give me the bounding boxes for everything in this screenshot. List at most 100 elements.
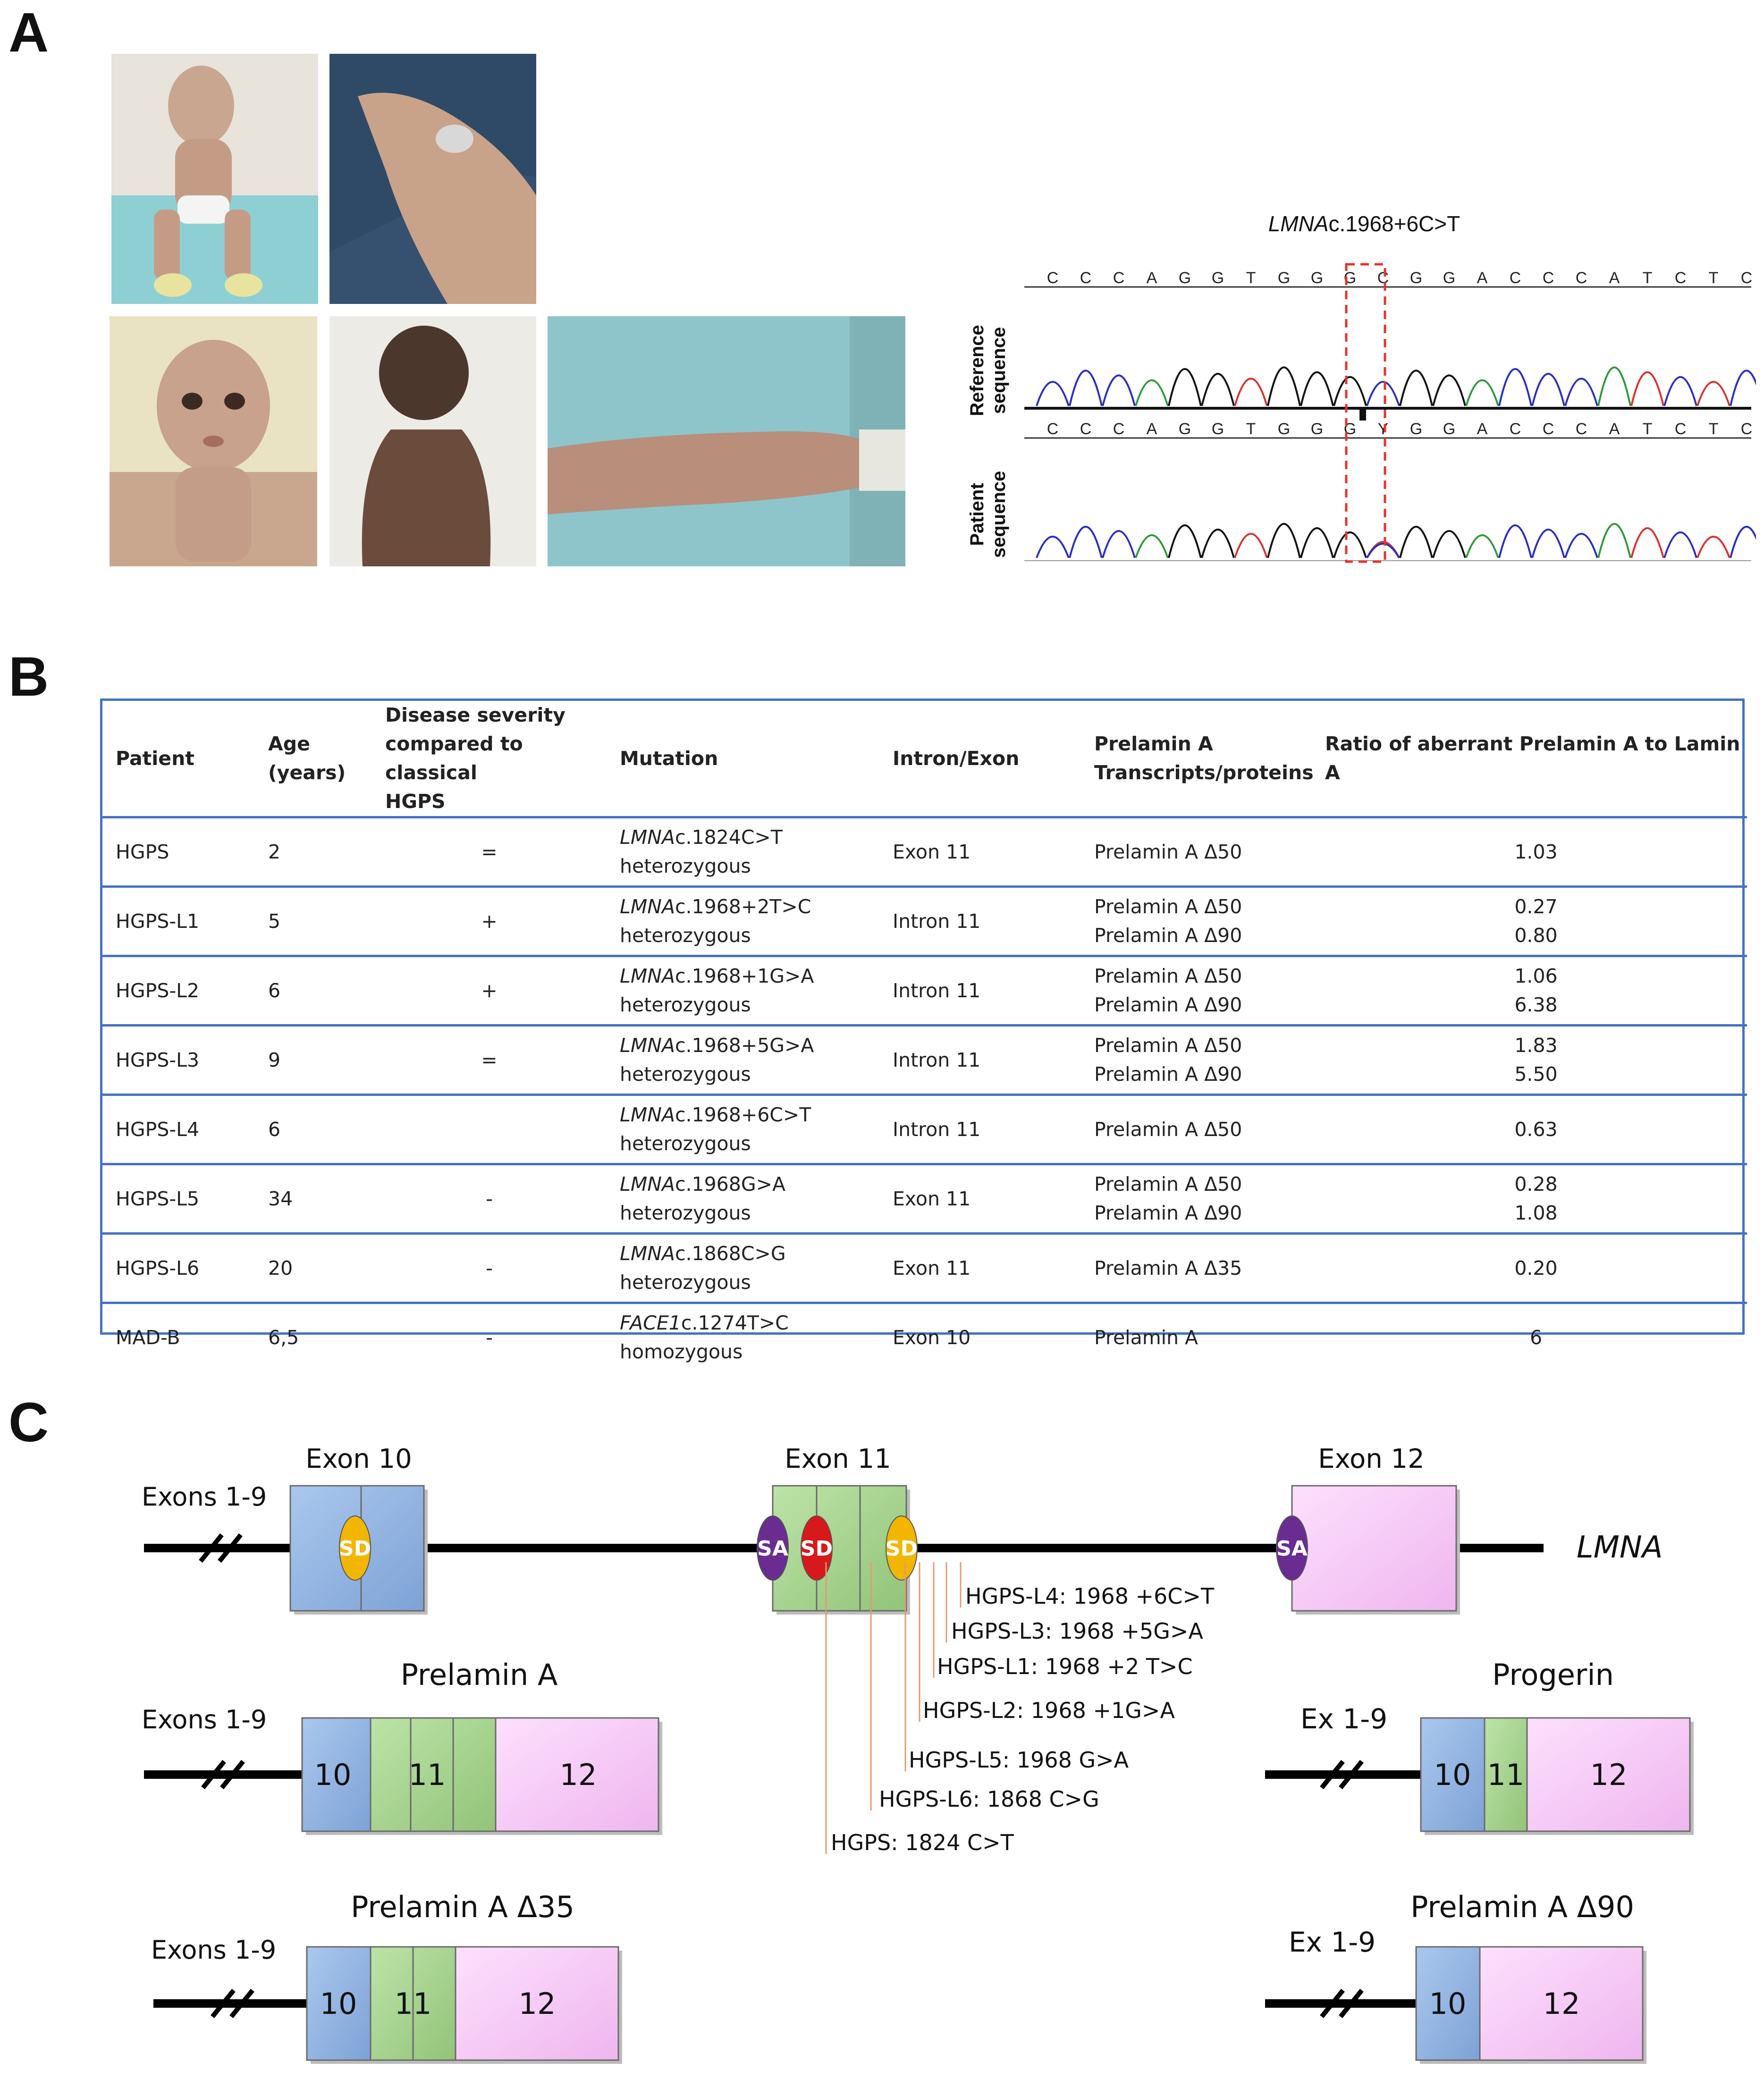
panel-label-a: A [8, 1, 49, 64]
header-ratio: Ratio of aberrant Prelamin A to Lamin A [1325, 732, 1740, 784]
sequence-base: G [1410, 269, 1422, 287]
reference-sequence-label: Referencesequence [967, 325, 1009, 416]
trace-peak [1730, 526, 1756, 558]
trace-peak [1531, 529, 1565, 558]
cell-intron-exon: Intron 11 [879, 885, 1081, 956]
trace-peak [1432, 374, 1466, 406]
cryptic-sd-site-label: SD [801, 1537, 833, 1561]
exon11-box [772, 1485, 907, 1612]
trace-peak [1267, 366, 1301, 406]
sd-site-exon10 [339, 1515, 371, 1581]
sequence-base: G [1410, 420, 1422, 438]
trace-peak [1465, 379, 1499, 406]
trace-peak [1333, 531, 1367, 558]
cell-severity: + [372, 885, 607, 956]
trace-peak [1663, 531, 1697, 558]
header-patient: Patient [116, 747, 194, 770]
sequence-base: A [1477, 420, 1488, 438]
sequence-base: A [1477, 269, 1488, 287]
exon11-label: Exon 11 [785, 1444, 891, 1474]
cell-ratio: 0.20 [1325, 1232, 1747, 1303]
cell-intron-exon: Exon 11 [879, 1163, 1081, 1234]
cell-severity: = [372, 1024, 607, 1095]
trace-peak [1531, 373, 1565, 406]
sequence-base: C [1510, 420, 1521, 438]
sd-site-exon11-label: SD [886, 1537, 918, 1561]
cell-severity: - [372, 1302, 607, 1371]
break-mark [220, 1759, 245, 1790]
exon12-box [1291, 1485, 1457, 1612]
trace-peak [1102, 530, 1136, 558]
d90-ex-label: Ex 1-9 [1289, 1926, 1376, 1958]
sequence-base: G [1212, 269, 1224, 287]
progerin-exon10 [1420, 1717, 1485, 1832]
prelamin-title: Prelamin A [401, 1658, 558, 1692]
sd-site-exon11 [886, 1515, 918, 1581]
sequence-base: T [1246, 269, 1256, 287]
trace-peak [1597, 523, 1631, 558]
trace-peak [1498, 368, 1532, 406]
trace-peak [1333, 376, 1367, 406]
d90-title: Prelamin A Δ90 [1410, 1890, 1634, 1924]
chromatogram-title: LMNAc.1968+6C>T [1268, 211, 1460, 236]
trace-peak [1366, 381, 1400, 406]
break-mark [199, 1533, 224, 1563]
cell-age: 6 [255, 1094, 372, 1164]
header-age: Age(years) [268, 732, 346, 784]
trace-peak [1597, 366, 1631, 406]
progerin-exon12 [1526, 1717, 1691, 1832]
cell-severity: - [372, 1163, 607, 1234]
sequence-base: C [1510, 269, 1521, 287]
sequence-base: C [1543, 269, 1554, 287]
sd-site-exon10-label: SD [339, 1537, 371, 1561]
cell-patient: HGPS [102, 816, 255, 887]
trace-peak [1564, 533, 1598, 558]
cell-patient: HGPS-L6 [102, 1232, 255, 1303]
hand-ring-photo [329, 54, 536, 304]
cell-severity: - [372, 1232, 607, 1303]
d35-exon12 [455, 1946, 619, 2061]
sequence-base: C [1741, 420, 1753, 438]
mutation-label: HGPS-L6: 1868 C>G [879, 1786, 1099, 1812]
d35-exons-label: Exons 1-9 [151, 1935, 276, 1965]
progerin-exon11 [1484, 1717, 1528, 1832]
arm-skin-photo [548, 316, 905, 566]
sequence-base: C [1377, 269, 1389, 287]
sequence-base: A [1609, 420, 1620, 438]
header-intron-exon: Intron/Exon [893, 747, 1020, 770]
break-mark [211, 1988, 236, 2019]
sequence-base: C [1113, 269, 1125, 287]
sequence-base: G [1311, 420, 1323, 438]
sequence-base: T [1709, 420, 1719, 438]
prelamin-exon11-label: 11 [409, 1758, 446, 1792]
trace-peak [1399, 526, 1433, 558]
trace-peak [1730, 370, 1756, 406]
trace-peak [1102, 374, 1136, 406]
d90-exon12 [1479, 1946, 1644, 2061]
sequence-base: C [1576, 420, 1587, 438]
trace-peak [1465, 534, 1499, 558]
trace-peak [1564, 378, 1598, 406]
sequence-base: A [1147, 269, 1157, 287]
cell-severity [372, 1094, 607, 1164]
d90-exon10 [1415, 1946, 1481, 2061]
trace-peak [1036, 381, 1070, 406]
trace-peak [1399, 370, 1433, 406]
sequence-base: T [1643, 269, 1653, 287]
trace-peak [1300, 527, 1334, 558]
